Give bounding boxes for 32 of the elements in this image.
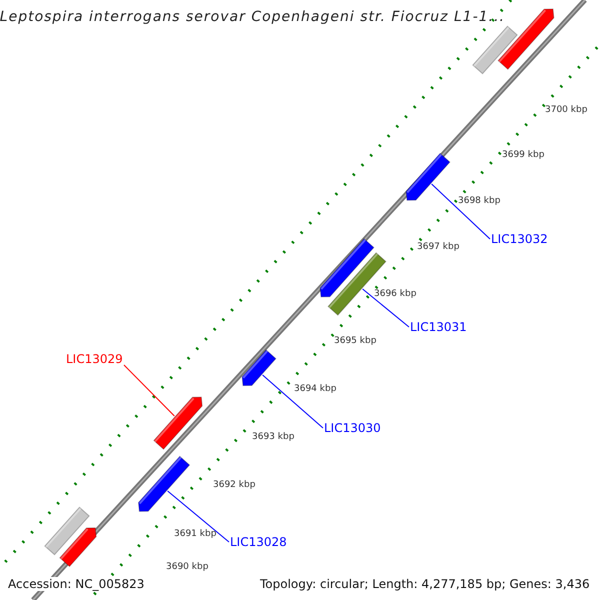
- scale-label: 3692 kbp: [213, 481, 256, 490]
- gene-arrow: [44, 506, 90, 556]
- footer-text: Accession: NC_005823: [6, 577, 146, 591]
- footer-text: Topology: circular; Length: 4,277,185 bp; Genes: 3,436: [258, 577, 592, 591]
- scale-label: 3694 kbp: [294, 385, 336, 394]
- gene-label: LIC13031: [410, 321, 467, 333]
- gene-arrow: [138, 456, 190, 512]
- gene-arrow: [472, 26, 518, 74]
- leader-line: [262, 374, 324, 428]
- leader-line: [167, 490, 230, 542]
- leader-line: [362, 288, 410, 328]
- gene-label: LIC13029: [66, 353, 123, 365]
- gene-label: LIC13028: [230, 536, 287, 548]
- title: Leptospira interrogans serovar Copenhageni str. Fiocruz L1-1...: [0, 10, 505, 24]
- gene-arrow: [153, 396, 203, 450]
- scale-label: 3695 kbp: [334, 337, 376, 346]
- gene-label: LIC13032: [491, 233, 548, 245]
- scale-label: 3697 kbp: [417, 243, 460, 252]
- scale-label: 3699 kbp: [502, 151, 544, 160]
- scale-label: 3696 kbp: [374, 290, 416, 299]
- leader-line: [431, 184, 490, 240]
- scale-label: 3693 kbp: [252, 433, 294, 442]
- scale-label: 3698 kbp: [458, 197, 500, 206]
- scale-label: 3700 kbp: [545, 106, 588, 115]
- gene-label: LIC13030: [324, 422, 381, 434]
- leader-line: [124, 364, 175, 416]
- gene-arrow: [320, 238, 375, 298]
- gene-arrow: [59, 527, 97, 568]
- gene-arrow: [406, 152, 451, 201]
- scale-label: 3691 kbp: [174, 530, 216, 539]
- scale-label: 3690 kbp: [166, 563, 208, 572]
- gene-arrow: [242, 349, 277, 386]
